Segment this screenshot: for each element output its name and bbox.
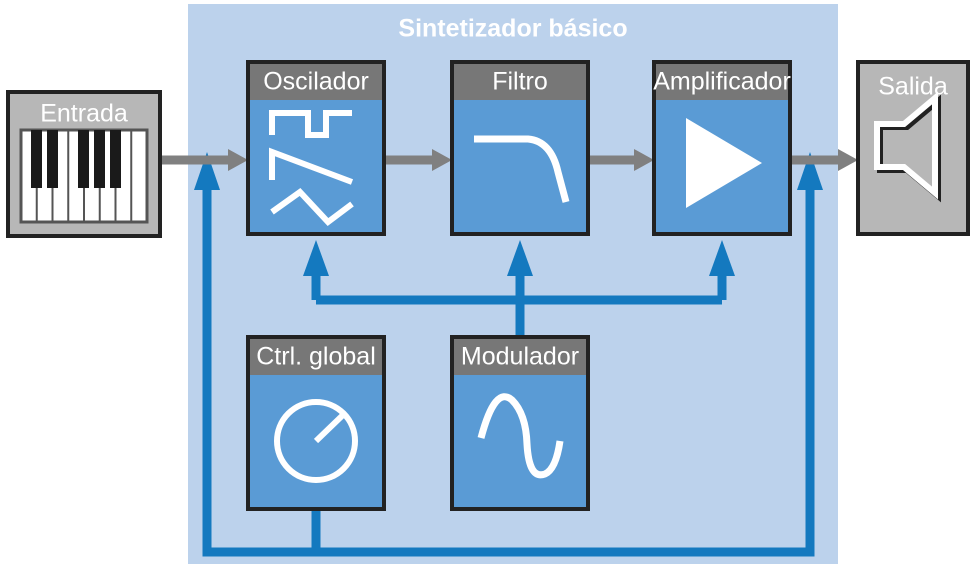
amplifier-triangle-icon — [686, 118, 762, 208]
block-ctrl-global-header — [250, 339, 382, 375]
arrow-amplificador-to-salida — [790, 149, 858, 171]
global-bus-left — [202, 185, 316, 557]
block-salida[interactable]: Salida — [856, 60, 970, 236]
block-oscilador-label: Oscilador — [263, 68, 369, 96]
block-oscilador[interactable]: Oscilador — [246, 60, 386, 236]
mod-arrow-amplificador — [709, 240, 735, 276]
global-arrow-input-stage — [194, 152, 220, 190]
block-amplificador[interactable]: Amplificador — [652, 60, 792, 236]
block-modulador[interactable]: Modulador — [450, 335, 590, 511]
arrow-entrada-to-oscilador — [160, 149, 248, 171]
waveforms-icon — [269, 110, 354, 227]
piano-keyboard-icon — [19, 128, 149, 224]
block-filtro-label: Filtro — [492, 68, 548, 96]
block-entrada-label: Entrada — [40, 100, 128, 128]
signal-flow-arrows — [160, 149, 858, 171]
speaker-icon — [874, 91, 941, 203]
mod-arrow-filtro — [507, 240, 533, 276]
block-filtro-header — [454, 64, 586, 100]
global-arrow-output-stage — [797, 152, 823, 190]
block-modulador-label: Modulador — [461, 343, 579, 371]
arrow-filtro-to-amplificador — [588, 149, 654, 171]
sine-wave-icon — [477, 393, 564, 479]
arrow-oscilador-to-filtro — [384, 149, 452, 171]
modulation-wiring — [194, 152, 823, 557]
mod-arrow-oscilador — [303, 240, 329, 276]
block-amplificador-header — [656, 64, 788, 100]
global-bus-right — [316, 185, 815, 557]
block-filtro[interactable]: Filtro — [450, 60, 590, 236]
block-oscilador-header — [250, 64, 382, 100]
panel-title: Sintetizador básico — [398, 15, 627, 43]
block-ctrl-global[interactable]: Ctrl. global — [246, 335, 386, 511]
lowpass-curve-icon — [474, 135, 570, 203]
block-ctrl-global-label: Ctrl. global — [256, 343, 376, 371]
block-entrada[interactable]: Entrada — [6, 90, 162, 238]
block-amplificador-label: Amplificador — [653, 68, 791, 96]
block-modulador-header — [454, 339, 586, 375]
knob-icon — [274, 399, 358, 483]
